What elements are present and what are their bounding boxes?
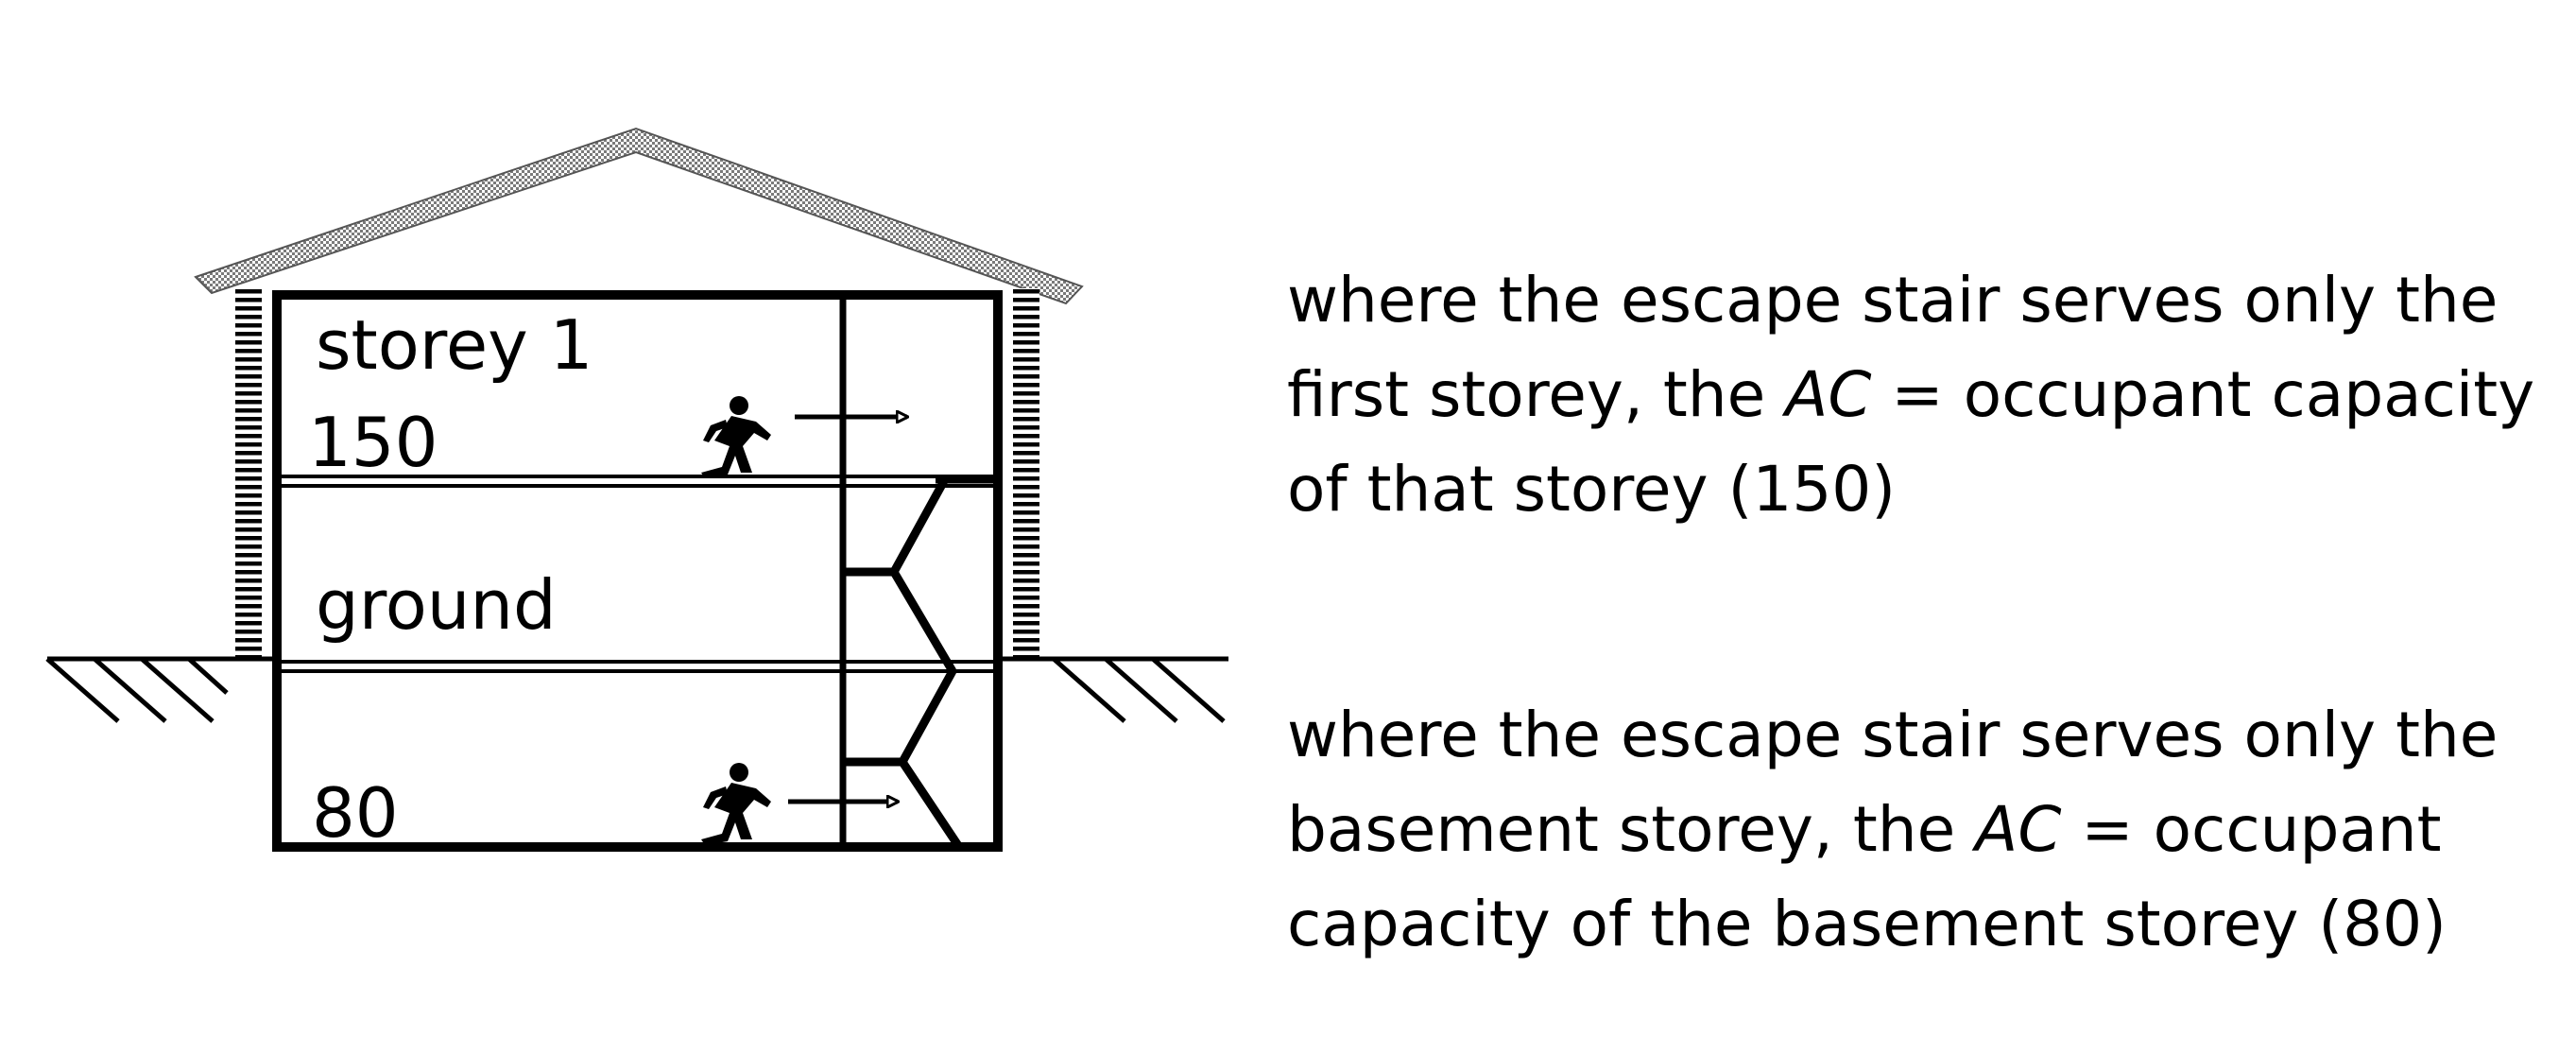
ground-label: ground: [316, 565, 557, 645]
escape-stair: [843, 475, 998, 850]
note-text: = occupant: [2061, 793, 2442, 866]
storey-1-label: storey 1: [316, 305, 592, 385]
note-line: basement storey, the AC = occupant: [1287, 783, 2498, 877]
left-wall-hatch: [235, 288, 262, 664]
running-person-icon: [701, 763, 771, 845]
basement-occupants: 80: [312, 773, 399, 853]
note-line: first storey, the AC = occupant capacity: [1287, 348, 2534, 442]
note-line: where the escape stair serves only the: [1287, 264, 2499, 337]
building-section-diagram: storey 1 150 ground 80: [45, 127, 1228, 853]
note-line: capacity of the basement storey (80): [1287, 888, 2447, 960]
note-text: = occupant capacity: [1871, 358, 2535, 431]
note-line: of that storey (150): [1287, 453, 1897, 526]
storey-1-occupants: 150: [308, 403, 438, 482]
note-text: basement storey, the: [1287, 793, 1976, 866]
note-text: first storey, the: [1287, 358, 1786, 431]
ground-line: [45, 656, 1228, 723]
basement-storey-note: where the escape stair serves only the b…: [1287, 688, 2498, 972]
floor-slabs: [277, 475, 998, 673]
running-person-icon: [701, 396, 771, 478]
roof: [194, 127, 1084, 305]
note-line: where the escape stair serves only the: [1287, 699, 2499, 771]
right-wall-hatch: [1013, 288, 1039, 664]
first-storey-note: where the escape stair serves only the f…: [1287, 253, 2534, 537]
building-outline: [272, 290, 1003, 852]
ac-term: AC: [1975, 793, 2062, 866]
ac-term: AC: [1785, 358, 1872, 431]
